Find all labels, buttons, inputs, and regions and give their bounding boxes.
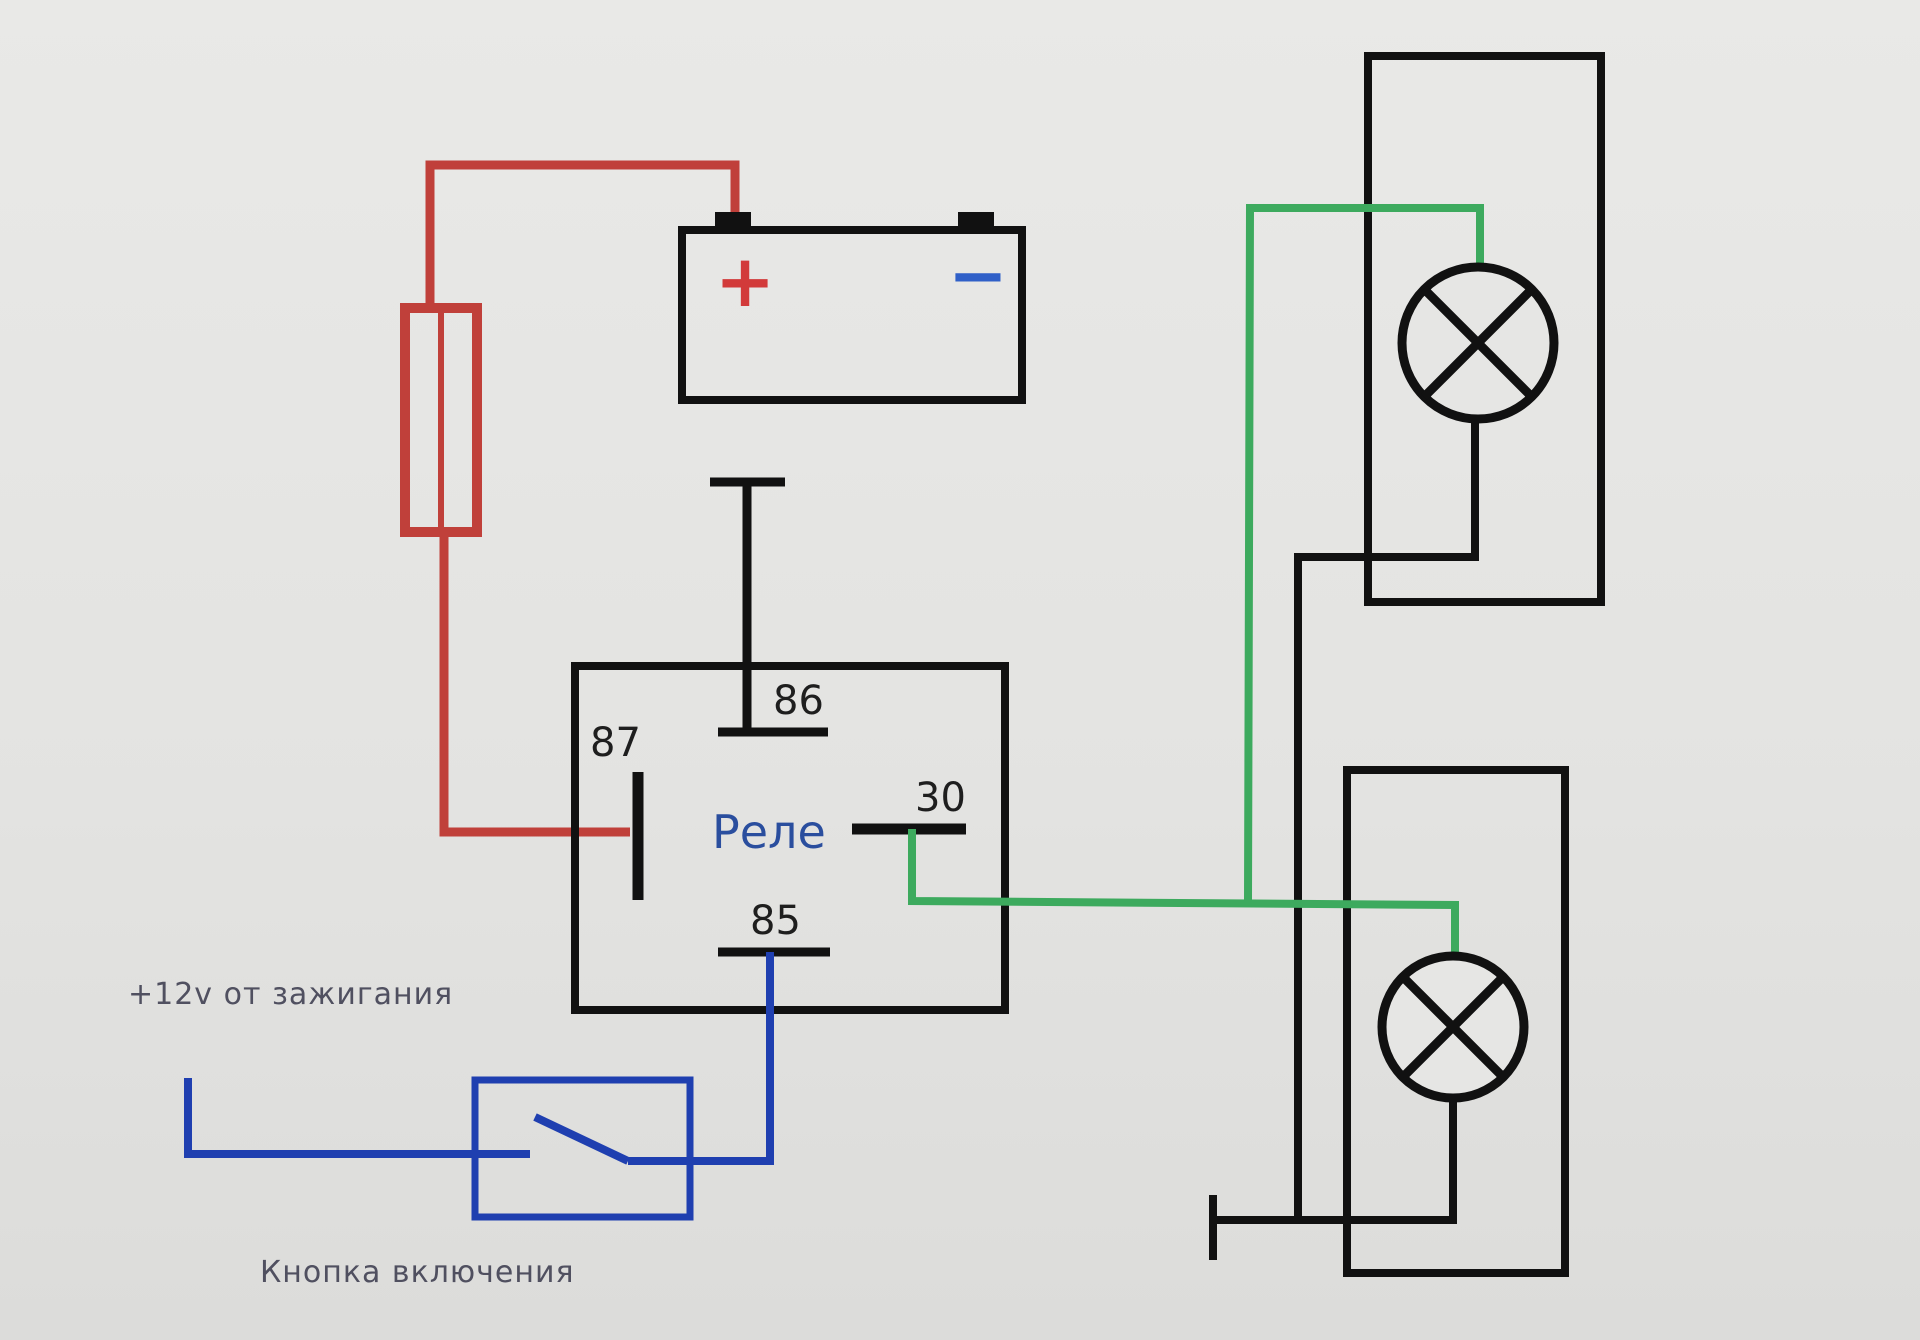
upper-lamp-ground-wire (1294, 420, 1479, 1220)
ignition-caption: +12v от зажигания (128, 977, 453, 1012)
button-caption: Кнопка включения (260, 1255, 575, 1290)
button-switch-lever (533, 1113, 630, 1165)
red-wire (400, 160, 740, 837)
blue-wire-button-to-pin85 (628, 952, 774, 1165)
green-wire-pin30-to-junction (908, 829, 1459, 958)
blue-wire (184, 952, 774, 1221)
lower-lamp-cross-b (1399, 973, 1507, 1081)
relay: 86 87 30 85 Реле (571, 662, 1009, 1014)
upper-lamp-cross-b (1420, 285, 1536, 401)
black-wire (1209, 420, 1479, 1260)
pin87-label: 87 (590, 720, 641, 766)
lower-lamp-ground-wire (1213, 1092, 1457, 1224)
red-wire-battery-to-fuse (425, 160, 740, 308)
ground-86 (710, 477, 785, 730)
blue-wire-ignition-to-button (184, 1078, 530, 1158)
green-wire-junction-to-upper-lamp (1244, 204, 1484, 902)
battery-minus-terminal (958, 212, 994, 232)
upper-lamp-housing (1364, 52, 1605, 606)
battery-minus-sign: − (948, 233, 1008, 317)
lamp-housings (1343, 52, 1605, 1277)
push-button (471, 1076, 694, 1221)
relay-body (571, 662, 1009, 1014)
pin86-label: 86 (773, 678, 824, 724)
green-wire (908, 204, 1484, 958)
red-wire-fuse-to-pin87 (439, 532, 630, 837)
pin85-label: 85 (750, 898, 801, 944)
battery-plus-terminal (715, 212, 751, 232)
battery: + − (678, 212, 1026, 404)
pin30-label: 30 (915, 775, 966, 821)
relay-label: Реле (712, 805, 826, 859)
upper-lamp (1397, 262, 1559, 424)
battery-plus-sign: + (715, 239, 775, 323)
battery-body (678, 226, 1026, 404)
lower-lamp-housing (1343, 766, 1569, 1277)
lower-lamp (1377, 951, 1529, 1103)
